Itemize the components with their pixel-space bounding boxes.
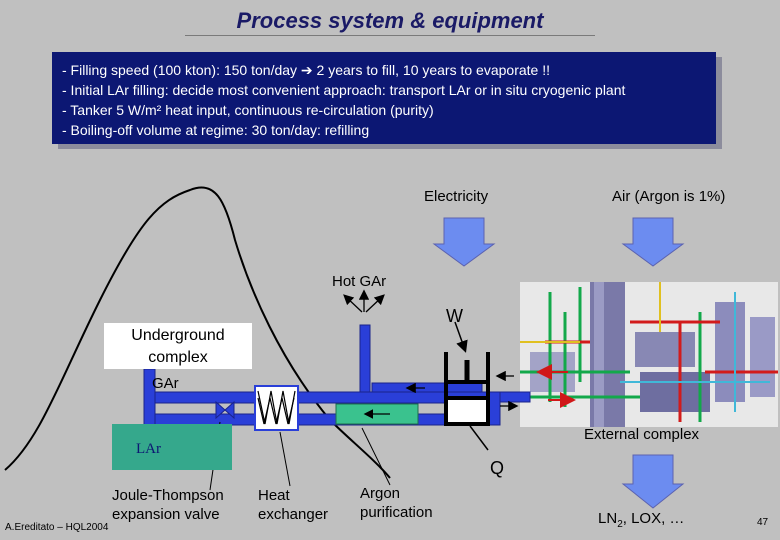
- heat-exchanger: [254, 385, 299, 431]
- argon-purification: [335, 403, 419, 425]
- w-label: W: [446, 306, 463, 326]
- jt-valve: [215, 400, 235, 420]
- flow-arrows: [405, 370, 519, 412]
- info-banner: - Filling speed (100 kton): 150 ton/day …: [52, 52, 716, 144]
- q-leader: [469, 425, 489, 451]
- air-arrow: [621, 217, 685, 267]
- hot-gar-label: Hot GAr: [332, 273, 387, 290]
- external-complex-label: External complex: [584, 426, 700, 443]
- lar-tank: [112, 424, 232, 470]
- electricity-arrow: [432, 217, 496, 267]
- argon-label-2: purification: [360, 504, 433, 521]
- banner-line-1: - Filling speed (100 kton): 150 ton/day …: [62, 62, 550, 78]
- slide-title: Process system & equipment: [236, 8, 544, 33]
- banner-line-2: - Initial LAr filling: decide most conve…: [62, 82, 626, 98]
- plant-red-arrows: [536, 364, 576, 408]
- products-label-b: , LOX, …: [622, 510, 685, 527]
- products-arrow: [621, 454, 685, 509]
- external-plant-image: [520, 282, 778, 427]
- jt-label-1: Joule-Thompson: [112, 487, 224, 504]
- electricity-label: Electricity: [424, 188, 489, 205]
- gar-label: GAr: [152, 375, 179, 392]
- q-label: Q: [490, 458, 505, 478]
- banner-line-4: - Boiling-off volume at regime: 30 ton/d…: [62, 122, 370, 138]
- products-label: LN2, LOX, …: [598, 510, 684, 530]
- footer-author: A.Ereditato – HQL2004: [5, 522, 109, 533]
- leader-lines: [209, 421, 391, 491]
- lar-label: LAr: [136, 441, 161, 457]
- w-arrow: [454, 321, 468, 353]
- jt-label-2: expansion valve: [112, 506, 220, 523]
- title-underline: [185, 35, 595, 36]
- hot-gar-arrows: [343, 289, 385, 313]
- underground-label-2: complex: [148, 349, 208, 366]
- products-label-a: LN: [598, 510, 618, 527]
- hx-label-1: Heat: [258, 487, 290, 504]
- compressor: [444, 352, 490, 426]
- banner-line-3: - Tanker 5 W/m² heat input, continuous r…: [62, 102, 434, 118]
- air-label: Air (Argon is 1%): [612, 188, 726, 205]
- underground-label-1: Underground: [131, 327, 225, 344]
- products-label-sub: 2: [617, 519, 623, 530]
- hx-label-2: exchanger: [258, 506, 329, 523]
- underground-complex-box: [104, 323, 252, 369]
- slide-number: 47: [757, 517, 769, 528]
- argon-label-1: Argon: [360, 485, 401, 502]
